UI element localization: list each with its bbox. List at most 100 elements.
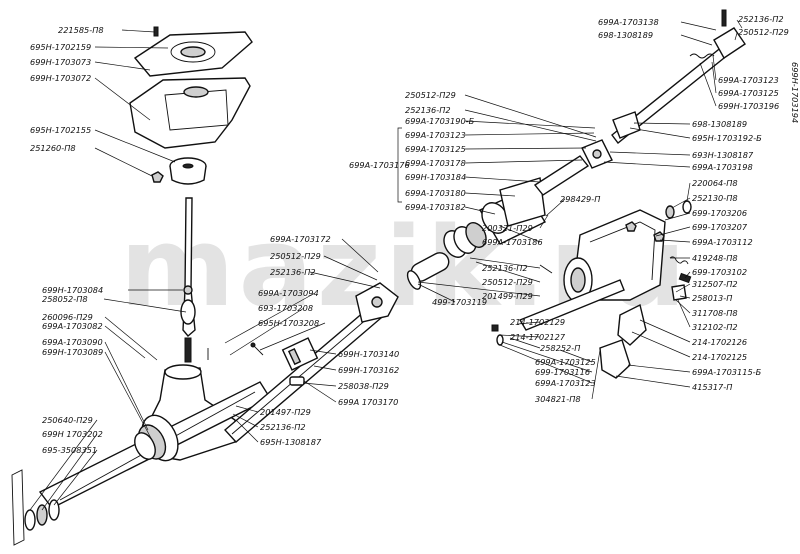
- callout-label: 699А 1703170: [338, 397, 398, 407]
- cotter-pin-right: [539, 264, 553, 274]
- shift-mechanism-housing: [563, 209, 666, 303]
- callout-label: 250640-П29: [42, 415, 93, 425]
- callout-label: 699-1703206: [692, 208, 747, 218]
- upper-joint: [581, 139, 613, 169]
- callout-label: 698-1308189: [598, 30, 653, 40]
- callout-label: 220064-П8: [692, 178, 738, 188]
- gearshift-housing: [129, 77, 251, 149]
- shaft-yoke-middle: [355, 282, 399, 323]
- callout-label: 695Н-1702155: [30, 125, 91, 135]
- callout-label: 312102-П2: [692, 322, 738, 332]
- callout-label: 699А-1703082: [42, 321, 103, 331]
- callout-label: 250512-П29: [482, 277, 533, 287]
- callout-label: 699Н-1703073: [30, 57, 91, 67]
- callout-label: 499-1703119: [432, 297, 487, 307]
- callout-label: 304821-П8: [535, 394, 581, 404]
- callout-label: 699Н-1703184: [405, 172, 466, 182]
- callout-label: 419248-П8: [692, 253, 738, 263]
- clamp-bracket: [281, 337, 319, 371]
- callout-label: 699Н-1703162: [338, 365, 399, 375]
- callout-label: 312507-П2: [692, 279, 738, 289]
- coupling-flange: [134, 414, 179, 462]
- universal-joint-sleeve: [406, 252, 450, 290]
- callout-label: 699А-1703182: [405, 202, 466, 212]
- callout-label: 699А-1703198: [692, 162, 753, 172]
- clip-lower-left: [11, 469, 25, 546]
- end-washers: [24, 499, 60, 531]
- callout-label: 699Н 1703202: [42, 429, 103, 439]
- callout-label: 214-1702126: [692, 337, 747, 347]
- side-label: 699Н-1703194: [790, 62, 800, 123]
- callout-label: 699А-1703180: [405, 188, 466, 198]
- bushing-small: [289, 376, 305, 386]
- callout-label: 699-1703116: [535, 367, 590, 377]
- spring-right: [669, 256, 689, 265]
- callout-label: 699-1703102: [692, 267, 747, 277]
- callout-label: 252136-П2: [270, 267, 316, 277]
- callout-label: 298429-П: [560, 194, 600, 204]
- callout-label: 699А-1703123: [535, 378, 596, 388]
- callout-label: 250512-П29: [270, 251, 321, 261]
- callout-label: 221585-П8: [58, 25, 104, 35]
- callout-label: 214-1702127: [510, 332, 566, 342]
- callout-label: 252136-П2: [482, 263, 528, 273]
- leader-lines: [29, 19, 743, 511]
- callout-label: 251260-П8: [30, 143, 76, 153]
- callout-label: 699А-1703115-Б: [692, 367, 762, 377]
- callout-label: 698-1308189: [692, 119, 747, 129]
- nut-small: [151, 171, 164, 183]
- callout-label: 699А-1703112: [692, 237, 753, 247]
- callout-label: 200321-П29: [482, 223, 533, 233]
- small-bolt-left: [250, 342, 264, 356]
- callout-labels: 221585-П8 695Н-1702159 699Н-1703073 699Н…: [30, 14, 800, 455]
- callout-label: 415317-П: [692, 382, 732, 392]
- callout-label: 693Н-1308187: [692, 150, 754, 160]
- callout-label: 699А-1703094: [258, 288, 319, 298]
- callout-label: 695Н-1703208: [258, 318, 319, 328]
- nut-right-a: [625, 221, 637, 232]
- rod-spring: [689, 53, 715, 59]
- callout-label: 250512-П29: [405, 90, 456, 100]
- callout-label: 252136-П2: [260, 422, 306, 432]
- callout-label: 252136-П2: [738, 14, 784, 24]
- callout-label: 258038-П29: [338, 381, 389, 391]
- callout-label: 695Н-1703192-Б: [692, 133, 762, 143]
- screw-top: [153, 26, 159, 37]
- callout-label: 699А-1703190-Б: [405, 116, 475, 126]
- callout-label: 699А-1703186: [482, 237, 543, 247]
- callout-label: 699Н-1703196: [718, 101, 779, 111]
- callout-label: 201497-П29: [260, 407, 311, 417]
- washer-right: [665, 200, 692, 219]
- support-bracket: [499, 177, 546, 227]
- callout-label: 699А-1703125: [718, 88, 779, 98]
- long-control-rod: [611, 9, 746, 144]
- callout-label: 699А-1703125: [405, 144, 466, 154]
- callout-label: 699-1703207: [692, 222, 748, 232]
- gearshift-cover-plate: [133, 31, 253, 77]
- callout-label: 699А-1703123: [718, 75, 779, 85]
- gear-lever: [180, 197, 196, 363]
- shift-fork-lower: [599, 339, 631, 379]
- callout-label: 250512-П29: [738, 27, 789, 37]
- callout-label: 311708-П8: [692, 308, 738, 318]
- callout-label: 252136-П2: [405, 105, 451, 115]
- callout-label: 252130-П8: [692, 193, 738, 203]
- callout-label: 699А-1703123: [405, 130, 466, 140]
- callout-label: 214-1702129: [510, 317, 565, 327]
- rubber-bushing: [169, 157, 207, 185]
- callout-label: 695Н-1702159: [30, 42, 91, 52]
- callout-label: 699А-1703138: [598, 17, 659, 27]
- callout-label: 699Н-1703089: [42, 347, 103, 357]
- upper-shaft-right: [533, 155, 590, 196]
- rubber-boot-coupling: [443, 222, 487, 258]
- callout-label: 695-3508351: [42, 445, 97, 455]
- callout-label: 699А-1703125: [535, 357, 596, 367]
- callout-label: 695Н-1308187: [260, 437, 322, 447]
- callout-label: 258013-П: [692, 293, 732, 303]
- callout-label: 258052-П8: [42, 294, 88, 304]
- callout-label: 258252-П: [540, 343, 580, 353]
- callout-label: 699А-1703172: [270, 234, 331, 244]
- callout-label: 260096-П29: [42, 312, 93, 322]
